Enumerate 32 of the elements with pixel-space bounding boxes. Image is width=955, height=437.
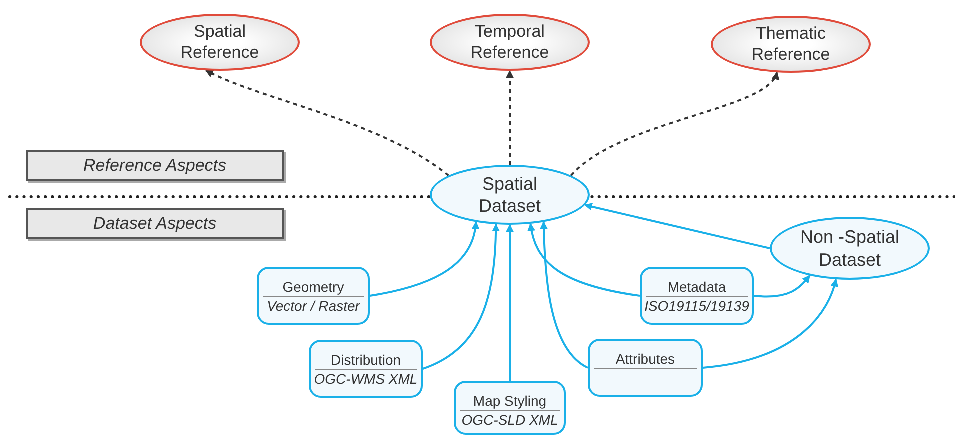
card-title: Geometry — [263, 279, 364, 297]
card-subtitle: ISO19115/19139 — [644, 296, 750, 315]
node-label: Thematic Reference — [750, 24, 832, 65]
card-title: Distribution — [315, 352, 417, 370]
arrow — [584, 203, 770, 250]
arrow — [506, 70, 514, 165]
arrow — [205, 70, 450, 177]
aspect-card — [309, 340, 423, 398]
aspect-card — [588, 339, 703, 397]
card-subtitle: OGC-SLD XML — [462, 410, 558, 429]
card-title: Map Styling — [460, 393, 560, 411]
section-label-box — [26, 150, 284, 181]
node-label: Spatial Reference — [180, 22, 260, 63]
node-label: Non -Spatial Dataset — [799, 226, 901, 271]
aspect-card — [257, 267, 370, 325]
card-subtitle: OGC-WMS XML — [314, 370, 418, 388]
arrow — [702, 278, 838, 369]
arrow — [422, 224, 500, 370]
card-title: Attributes — [594, 351, 697, 369]
arrow — [506, 224, 514, 381]
card-title: Metadata — [646, 279, 748, 297]
node-label: Dataset Aspects — [93, 214, 217, 234]
card-subtitle: Vector / Raster — [267, 296, 360, 315]
aspect-card — [454, 381, 566, 435]
section-label-box — [26, 208, 284, 239]
arrow — [528, 223, 640, 297]
arrow — [570, 72, 778, 176]
node-label: Temporal Reference — [470, 22, 550, 63]
aspect-card — [640, 267, 754, 325]
node-label: Spatial Dataset — [478, 172, 542, 218]
arrow — [754, 275, 811, 298]
node-label: Reference Aspects — [84, 156, 226, 176]
